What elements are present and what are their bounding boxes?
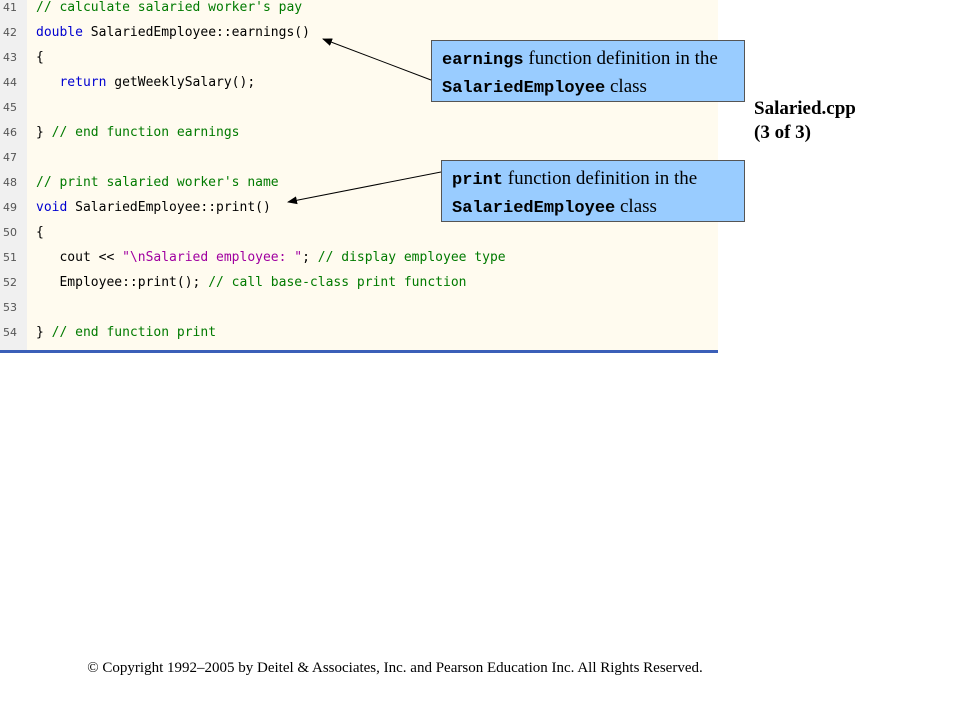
line-number: 48 xyxy=(3,176,17,189)
code-token-keyword: double xyxy=(36,25,83,40)
code-text: void SalariedEmployee::print() xyxy=(36,200,271,216)
code-text: double SalariedEmployee::earnings() xyxy=(36,25,310,41)
file-name: Salaried.cpp xyxy=(754,98,856,119)
code-token-plain: { xyxy=(36,225,44,240)
line-number: 41 xyxy=(3,1,17,14)
code-line: 42 double SalariedEmployee::earnings() xyxy=(0,25,718,50)
code-text: { xyxy=(36,50,44,66)
file-label: Salaried.cpp (3 of 3) xyxy=(754,97,856,145)
callout-code: SalariedEmployee xyxy=(442,79,606,98)
code-text: { xyxy=(36,225,44,241)
file-part: (3 of 3) xyxy=(754,122,811,143)
callout-code: SalariedEmployee xyxy=(452,199,616,218)
code-line: 43 { xyxy=(0,50,718,75)
code-token-plain: { xyxy=(36,50,44,65)
code-token-keyword: void xyxy=(36,200,68,215)
code-token-comment: // display employee type xyxy=(317,250,506,265)
line-number: 49 xyxy=(3,201,17,214)
code-text: // print salaried worker's name xyxy=(36,175,279,191)
code-line: 46} // end function earnings xyxy=(0,125,718,150)
code-token-comment: // call base-class print function xyxy=(208,275,467,290)
callout-text: function definition in the xyxy=(523,48,718,69)
code-line: 52 Employee::print(); // call base-class… xyxy=(0,275,718,300)
arrow-print xyxy=(287,171,442,205)
copyright-notice: © Copyright 1992–2005 by Deitel & Associ… xyxy=(87,660,703,676)
code-line: 53 xyxy=(0,300,718,325)
code-token-keyword: return xyxy=(59,75,107,90)
line-number: 51 xyxy=(3,251,17,264)
code-text: Employee::print(); // call base-class pr… xyxy=(36,275,466,291)
line-number: 54 xyxy=(3,326,17,339)
code-token-plain: cout << xyxy=(36,250,123,265)
line-number: 52 xyxy=(3,276,17,289)
code-token-comment: // calculate salaried worker's pay xyxy=(36,0,303,15)
line-number: 43 xyxy=(3,51,17,64)
callout-text: class xyxy=(605,76,647,97)
line-number: 42 xyxy=(3,26,17,39)
code-token-plain: ; xyxy=(302,250,318,265)
callout-text: class xyxy=(615,196,657,217)
code-line: 50 { xyxy=(0,225,718,250)
callout-text: function definition in the xyxy=(503,168,698,189)
code-line: 54} // end function print xyxy=(0,325,718,350)
line-number-gutter xyxy=(0,0,27,350)
code-text: cout << "\nSalaried employee: "; // disp… xyxy=(36,250,506,266)
code-token-comment: // end function earnings xyxy=(51,125,240,140)
line-number: 46 xyxy=(3,126,17,139)
line-number: 53 xyxy=(3,301,17,314)
code-token-plain: SalariedEmployee::earnings() xyxy=(82,25,310,40)
code-text: // calculate salaried worker's pay xyxy=(36,0,302,16)
code-token-comment: // print salaried worker's name xyxy=(36,175,279,190)
code-token-string: "\nSalaried employee: " xyxy=(122,250,303,265)
code-line: 41 // calculate salaried worker's pay xyxy=(0,0,718,25)
code-text: } // end function print xyxy=(36,325,216,341)
callout-code: earnings xyxy=(442,51,524,70)
line-number: 45 xyxy=(3,101,17,114)
code-line: 45 xyxy=(0,100,718,125)
line-number: 44 xyxy=(3,76,17,89)
code-line: 51 cout << "\nSalaried employee: "; // d… xyxy=(0,250,718,275)
code-line: 47 xyxy=(0,150,718,175)
callout-earnings: earnings function definition in the Sala… xyxy=(431,40,745,102)
code-token-plain: } xyxy=(36,325,52,340)
line-number: 47 xyxy=(3,151,17,164)
code-token-plain: getWeeklySalary(); xyxy=(106,75,256,90)
code-line: 49 void SalariedEmployee::print() xyxy=(0,200,718,225)
callout-print: print function definition in the Salarie… xyxy=(441,160,745,222)
code-token-plain: SalariedEmployee::print() xyxy=(67,200,271,215)
arrow-earnings xyxy=(322,38,432,81)
code-token-plain: Employee::print(); xyxy=(36,275,209,290)
callout-code: print xyxy=(452,171,504,190)
code-token-plain: } xyxy=(36,125,52,140)
code-text: } // end function earnings xyxy=(36,125,240,141)
code-token-comment: // end function print xyxy=(51,325,217,340)
code-line: 44 return getWeeklySalary(); xyxy=(0,75,718,100)
code-text: return getWeeklySalary(); xyxy=(36,75,255,91)
line-number: 50 xyxy=(3,226,17,239)
code-line: 48 // print salaried worker's name xyxy=(0,175,718,200)
